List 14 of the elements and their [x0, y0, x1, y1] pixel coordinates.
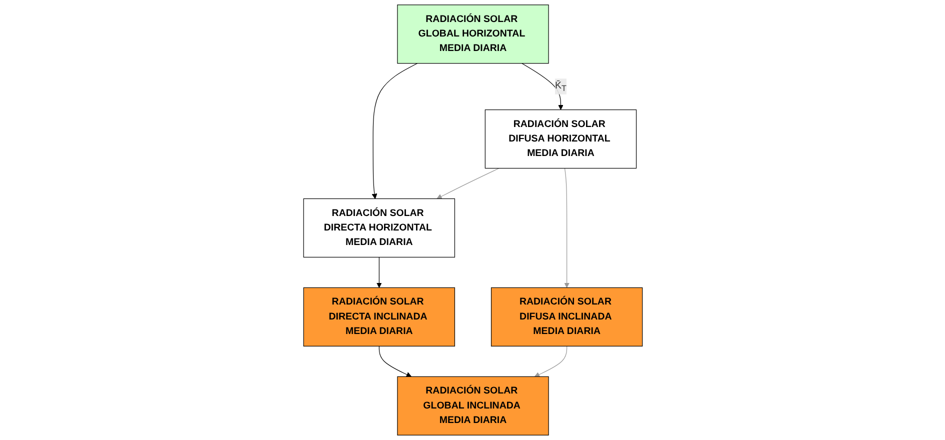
node-box: RADIACIÓN SOLAR GLOBAL HORIZONTAL MEDIA DIARIA	[396, 4, 548, 64]
arrow	[436, 168, 499, 199]
node-box: RADIACIÓN SOLAR DIRECTA HORIZONTAL MEDIA DIARIA	[302, 198, 455, 258]
arrow	[376, 256, 382, 288]
arrow	[371, 63, 418, 199]
node-box: RADIACIÓN SOLAR DIFUSA INCLINADA MEDIA DIARIA	[490, 287, 642, 346]
edge-label: K̄$_{T}$	[554, 80, 566, 93]
arrow	[521, 63, 563, 110]
node-box: RADIACIÓN SOLAR DIRECTA INCLINADA MEDIA DIARIA	[302, 287, 455, 346]
node-box: RADIACIÓN SOLAR DIFUSA HORIZONTAL MEDIA DIARIA	[484, 109, 636, 169]
arrow	[378, 346, 412, 377]
arrow	[564, 168, 569, 288]
node-box: RADIACIÓN SOLAR GLOBAL INCLINADA MEDIA DIARIA	[396, 376, 548, 436]
arrow	[534, 346, 567, 377]
